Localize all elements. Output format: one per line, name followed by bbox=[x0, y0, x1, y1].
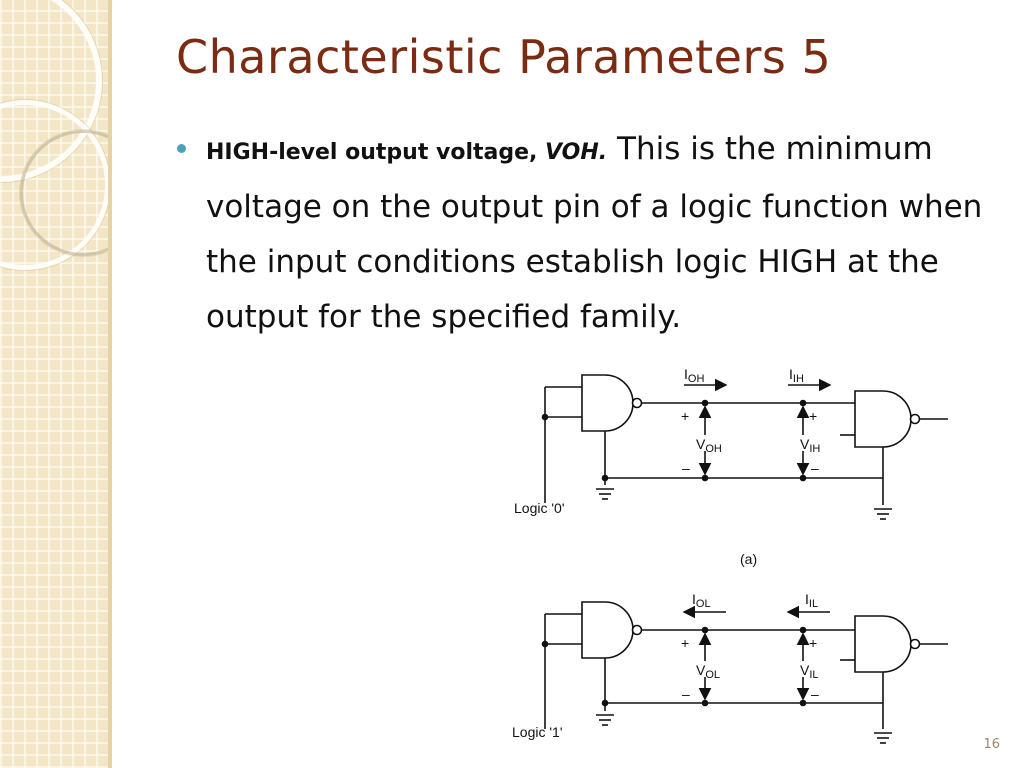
inverter-bubble bbox=[631, 397, 643, 409]
svg-text:VIH: VIH bbox=[800, 436, 820, 455]
circuit-b bbox=[541, 601, 948, 744]
circuit-a bbox=[541, 374, 948, 520]
minus-sign: – bbox=[682, 460, 690, 476]
minus-sign: – bbox=[682, 686, 690, 702]
band-edge bbox=[108, 0, 112, 768]
current-subscript: IL bbox=[809, 598, 818, 610]
current-label: I bbox=[789, 366, 793, 382]
current-label: I bbox=[805, 591, 809, 607]
minus-sign: – bbox=[811, 460, 819, 476]
nand-gate-load-a bbox=[854, 390, 912, 448]
circuit-figure: Logic '0' IOH IIH + + VOH VIH – – (a) bbox=[512, 366, 948, 744]
voltage-label: V bbox=[696, 436, 706, 452]
nand-gate-driver-a bbox=[581, 374, 634, 432]
logic-input-label: Logic '0' bbox=[514, 500, 565, 516]
voltage-subscript: IL bbox=[809, 669, 818, 681]
circuit-a-labels: Logic '0' IOH IIH + + VOH VIH – – (a) bbox=[514, 366, 820, 567]
svg-text:IOH: IOH bbox=[684, 366, 704, 385]
voltage-label: V bbox=[800, 436, 810, 452]
voltage-subscript: OL bbox=[705, 669, 720, 681]
svg-text:VOL: VOL bbox=[696, 662, 720, 681]
plus-sign: + bbox=[681, 635, 689, 651]
slide-title: Characteristic Parameters 5 bbox=[176, 30, 832, 84]
plus-sign: + bbox=[681, 408, 689, 424]
current-subscript: OH bbox=[688, 373, 705, 385]
nand-gate-driver-b bbox=[581, 601, 634, 659]
svg-text:VOH: VOH bbox=[696, 436, 722, 455]
voltage-subscript: IH bbox=[809, 443, 820, 455]
svg-text:IOL: IOL bbox=[692, 591, 711, 610]
page-number: 16 bbox=[983, 737, 1000, 752]
current-subscript: IH bbox=[793, 373, 804, 385]
svg-text:IIH: IIH bbox=[789, 366, 804, 385]
bullet-text: HIGH-level output voltage, VOH. This is … bbox=[206, 122, 996, 345]
circuit-b-labels: Logic '1' IOL IIL + + VOL VIL – – bbox=[512, 591, 819, 740]
figure-caption: (a) bbox=[740, 551, 757, 567]
current-label: I bbox=[692, 591, 696, 607]
minus-sign: – bbox=[811, 686, 819, 702]
voltage-label: V bbox=[696, 662, 706, 678]
bullet-icon bbox=[177, 144, 186, 153]
nand-gate-load-b bbox=[854, 615, 912, 673]
svg-text:VIL: VIL bbox=[800, 662, 819, 681]
voltage-label: V bbox=[800, 662, 810, 678]
plus-sign: + bbox=[809, 635, 817, 651]
bullet-definition: This is the minimum voltage on the outpu… bbox=[206, 131, 983, 335]
bullet-term-symbol: VOH. bbox=[545, 140, 608, 165]
svg-text:IIL: IIL bbox=[805, 591, 818, 610]
current-label: I bbox=[684, 366, 688, 382]
current-subscript: OL bbox=[696, 598, 711, 610]
voltage-subscript: OH bbox=[705, 443, 722, 455]
bullet-term: HIGH-level output voltage, bbox=[206, 140, 546, 165]
plus-sign: + bbox=[809, 408, 817, 424]
logic-input-label: Logic '1' bbox=[512, 724, 563, 740]
decorative-side-band bbox=[0, 0, 112, 768]
